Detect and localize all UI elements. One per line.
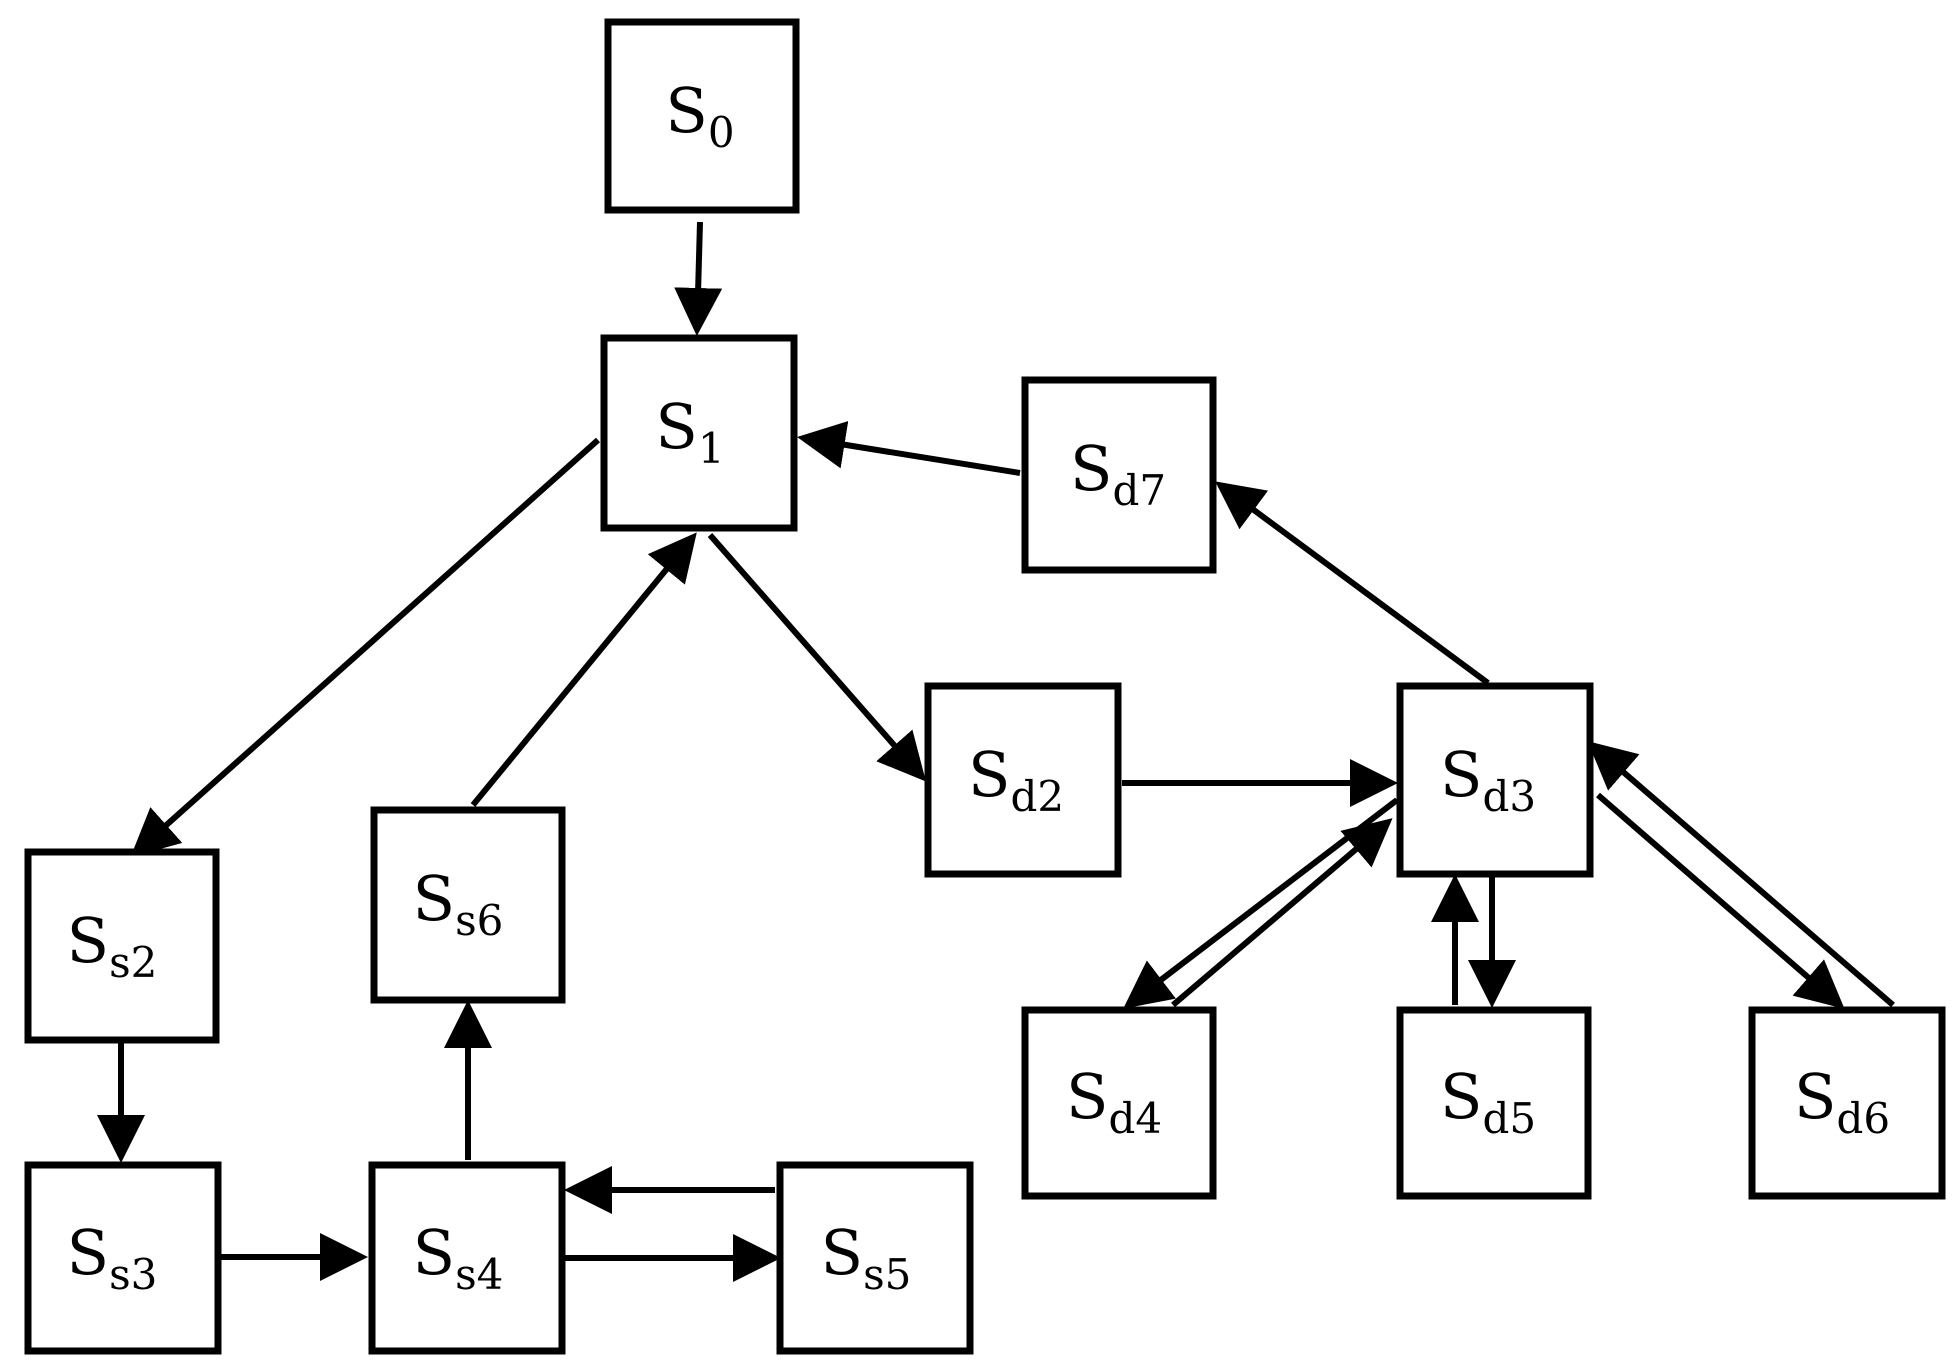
svg-text:Ss4: Ss4 xyxy=(413,1216,504,1299)
edge-s1-to-ss2 xyxy=(130,437,600,857)
node-ss3-sub: s3 xyxy=(109,1250,157,1299)
edge-ss6-to-s1 xyxy=(470,532,697,807)
node-sd6-main: S xyxy=(1794,1060,1836,1133)
node-ss6-sub: s6 xyxy=(455,896,503,945)
node-sd5-main: S xyxy=(1440,1060,1482,1133)
svg-text:Ss5: Ss5 xyxy=(821,1216,912,1299)
node-sd7-main: S xyxy=(1070,432,1112,505)
edge-s1-to-sd2 xyxy=(707,533,926,782)
edge-sd3-to-sd7 xyxy=(1215,481,1490,686)
svg-text:S0: S0 xyxy=(665,74,734,157)
node-s1: S1 xyxy=(600,334,798,532)
node-sd5-sub: d5 xyxy=(1482,1094,1536,1143)
svg-text:Ss2: Ss2 xyxy=(67,904,158,987)
node-sd5: Sd5 xyxy=(1396,1006,1592,1200)
node-sd2-main: S xyxy=(968,738,1010,811)
node-sd6: Sd6 xyxy=(1748,1006,1946,1200)
node-ss3: Ss3 xyxy=(24,1161,222,1355)
svg-text:Sd5: Sd5 xyxy=(1440,1060,1536,1143)
edge-sd6-to-sd3 xyxy=(1587,741,1895,1008)
svg-text:Ss3: Ss3 xyxy=(67,1216,158,1299)
node-sd2-sub: d2 xyxy=(1010,772,1064,821)
node-s0: S0 xyxy=(604,18,800,214)
node-s0-main: S xyxy=(665,74,707,147)
node-ss2: Ss2 xyxy=(24,848,220,1044)
edge-sd4-to-sd3 xyxy=(1171,818,1393,1008)
svg-text:Sd7: Sd7 xyxy=(1070,432,1166,515)
node-sd4: Sd4 xyxy=(1021,1006,1217,1200)
svg-text:Sd3: Sd3 xyxy=(1440,738,1536,821)
edge-sd7-to-s1 xyxy=(797,420,1021,476)
node-sd3-sub: d3 xyxy=(1482,772,1536,821)
node-sd3-main: S xyxy=(1440,738,1482,811)
node-sd3: Sd3 xyxy=(1396,682,1594,878)
svg-text:S1: S1 xyxy=(655,390,724,473)
node-s0-sub: 0 xyxy=(708,108,735,157)
node-ss5: Ss5 xyxy=(776,1161,974,1355)
node-sd6-sub: d6 xyxy=(1836,1094,1890,1143)
edge-s0-to-s1 xyxy=(674,221,723,336)
edge-sd3-to-sd6 xyxy=(1596,792,1845,1009)
node-ss4-main: S xyxy=(413,1216,455,1289)
svg-text:Sd2: Sd2 xyxy=(968,738,1064,821)
node-ss5-main: S xyxy=(821,1216,863,1289)
node-ss6-main: S xyxy=(413,862,455,935)
svg-text:Sd6: Sd6 xyxy=(1794,1060,1890,1143)
node-ss3-main: S xyxy=(67,1216,109,1289)
node-ss5-sub: s5 xyxy=(863,1250,911,1299)
node-sd4-main: S xyxy=(1066,1060,1108,1133)
node-ss2-main: S xyxy=(67,904,109,977)
svg-text:Sd4: Sd4 xyxy=(1066,1060,1162,1143)
node-s1-main: S xyxy=(655,390,697,463)
node-sd7-sub: d7 xyxy=(1112,466,1166,515)
node-sd4-sub: d4 xyxy=(1108,1094,1162,1143)
edge-sd3-to-sd4 xyxy=(1123,797,1399,1009)
node-sd2: Sd2 xyxy=(924,682,1122,878)
node-ss4: Ss4 xyxy=(368,1161,566,1355)
node-ss6: Ss6 xyxy=(370,806,566,1004)
node-s1-sub: 1 xyxy=(698,424,725,473)
edges xyxy=(97,221,1895,1282)
node-sd7: Sd7 xyxy=(1021,376,1217,574)
node-ss2-sub: s2 xyxy=(109,938,157,987)
svg-text:Ss6: Ss6 xyxy=(413,862,504,945)
node-ss4-sub: s4 xyxy=(455,1250,503,1299)
